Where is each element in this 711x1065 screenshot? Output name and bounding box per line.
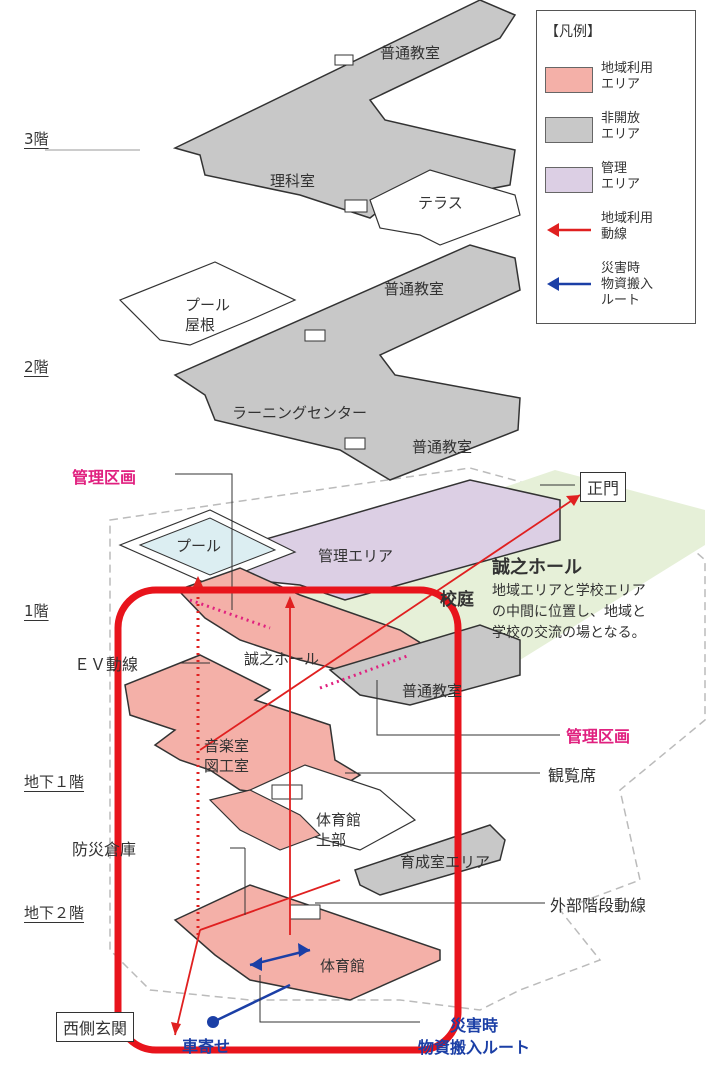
disaster-route-lines — [207, 943, 311, 1028]
highlight-frame — [114, 586, 462, 1054]
red-arrow-icon — [547, 223, 591, 237]
courtyard-area — [290, 470, 705, 660]
blue-arrow-icon — [547, 277, 591, 291]
room-seinoshin-hall: 誠之ホール — [244, 650, 320, 668]
room-terrace: テラス — [418, 194, 463, 212]
floor-label-2f: 2階 — [24, 358, 49, 376]
legend-box: 【凡例】 地域利用 エリア 非開放 エリア 管理 エリア 地域利用 動線 災害 — [536, 10, 696, 324]
floor-b2-plan — [173, 884, 441, 1001]
legend-item-admin: 管理 エリア — [545, 159, 690, 203]
legend-label-admin: 管理 エリア — [601, 161, 641, 192]
room-gym-upper: 体育館 上部 — [316, 811, 362, 849]
callout-ev-line: ＥＶ動線 — [74, 655, 139, 674]
callout-main-gate: 正門 — [580, 472, 627, 502]
room-pool: プール — [176, 537, 222, 555]
room-classroom-2f-a: 普通教室 — [384, 280, 445, 298]
legend-label-community: 地域利用 エリア — [601, 61, 654, 92]
room-classroom-1f: 普通教室 — [402, 682, 463, 700]
legend-item-closed: 非開放 エリア — [545, 109, 690, 153]
legend-label-closed: 非開放 エリア — [601, 111, 641, 142]
room-admin-area: 管理エリア — [318, 547, 394, 565]
callout-admin-zone-right: 管理区画 — [566, 727, 631, 746]
legend-label-community-route: 地域利用 動線 — [601, 211, 654, 242]
room-ikusei-area: 育成室エリア — [400, 853, 491, 871]
room-pool-roof: プール 屋根 — [185, 296, 231, 334]
floor-label-b1: 地下１階 — [24, 773, 85, 791]
room-learning-center: ラーニングセンター — [232, 404, 368, 422]
legend-item-community-route: 地域利用 動線 — [545, 209, 690, 253]
legend-label-disaster-route: 災害時 物資搬入 ルート — [601, 261, 654, 308]
floor-label-b2: 地下２階 — [24, 904, 85, 922]
hall-desc-body: 地域エリアと学校エリア の中間に位置し、地域と 学校の交流の場となる。 — [492, 583, 646, 641]
hall-desc-title: 誠之ホール — [492, 557, 582, 578]
floor-1f-plan — [118, 470, 705, 706]
room-science: 理科室 — [270, 172, 316, 190]
callout-admin-zone-top: 管理区画 — [72, 468, 137, 487]
callout-disaster-route: 災害時 物資搬入ルート — [418, 1016, 531, 1057]
room-gym: 体育館 — [320, 957, 366, 975]
room-classroom-2f-b: 普通教室 — [412, 438, 473, 456]
floor-3f-plan — [172, 0, 521, 246]
callout-west-entrance: 西側玄関 — [56, 1012, 135, 1042]
leader-lines — [45, 149, 575, 1023]
floor-b1-plan — [124, 654, 506, 896]
room-music-art: 音楽室 図工室 — [204, 737, 250, 775]
legend-swatch-admin — [545, 167, 593, 193]
room-classroom-3f: 普通教室 — [380, 44, 441, 62]
floor-label-3f: 3階 — [24, 130, 49, 148]
floor-2f-plan — [118, 244, 521, 481]
callout-seats: 観覧席 — [548, 766, 597, 785]
legend-swatch-community — [545, 67, 593, 93]
legend-title: 【凡例】 — [545, 24, 601, 40]
community-route-lines — [171, 494, 581, 1036]
legend-item-disaster-route: 災害時 物資搬入 ルート — [545, 259, 690, 319]
callout-external-stairs: 外部階段動線 — [550, 896, 647, 915]
legend-swatch-closed — [545, 117, 593, 143]
room-courtyard: 校庭 — [440, 590, 474, 610]
legend-item-community: 地域利用 エリア — [545, 59, 690, 103]
callout-car-drop: 車寄せ — [182, 1037, 231, 1056]
callout-storage: 防災倉庫 — [72, 840, 137, 859]
admin-zone-dotted-lines — [189, 598, 411, 690]
floor-label-1f: 1階 — [24, 602, 49, 620]
